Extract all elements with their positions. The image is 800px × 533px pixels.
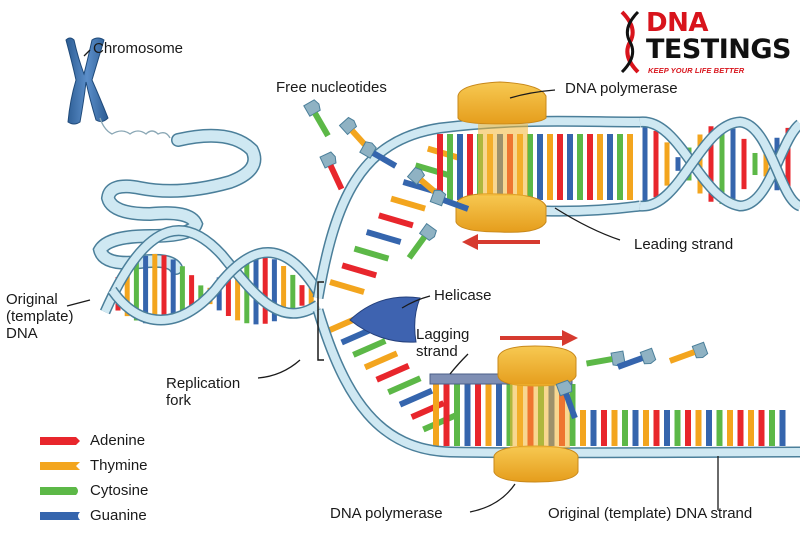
base-pair xyxy=(422,412,457,433)
legend-item: Thymine xyxy=(38,457,148,474)
legend-label: Guanine xyxy=(90,507,147,524)
legend-label: Thymine xyxy=(90,457,148,474)
label-leading-strand: Leading strand xyxy=(634,236,734,253)
free-nucleotide-icon xyxy=(616,347,657,370)
base-pair xyxy=(414,162,451,179)
guanine-swatch-icon xyxy=(40,511,80,520)
dna-logo-icon xyxy=(620,10,640,74)
legend-item: Cytosine xyxy=(38,482,148,499)
base-pair xyxy=(387,375,422,395)
leader-lines xyxy=(66,49,719,513)
free-nucleotide-icon xyxy=(319,151,345,191)
free-nucleotide-icon xyxy=(585,350,626,367)
adenine-swatch-icon xyxy=(40,436,80,445)
chromatin-coil xyxy=(92,128,262,275)
base-pair xyxy=(375,363,410,383)
base-pair xyxy=(329,279,365,295)
base-pair xyxy=(352,338,387,358)
parent-helix xyxy=(99,225,323,326)
base-pair xyxy=(341,262,378,279)
legend-item: Guanine xyxy=(38,507,147,524)
free-nucleotide-icon xyxy=(359,141,398,169)
label-helicase: Helicase xyxy=(434,287,492,304)
label-original-template-strand: Original (template) DNA strand xyxy=(548,505,753,522)
free-nucleotides-icons xyxy=(303,99,709,420)
legend-label: Adenine xyxy=(90,432,146,449)
replication-fork-bracket xyxy=(317,281,324,361)
free-nucleotide-icon xyxy=(555,379,578,420)
leading-direction-arrow-icon xyxy=(462,234,540,250)
free-nucleotide-icon xyxy=(303,99,331,138)
dna-polymerase-bottom-icon xyxy=(493,345,579,483)
cytosine-swatch-icon xyxy=(40,486,78,495)
legend-label: Cytosine xyxy=(90,482,149,499)
base-pair xyxy=(353,245,390,262)
dna-polymerase-top-icon xyxy=(455,81,547,233)
label-dna-polymerase-bottom: DNA polymerase xyxy=(330,505,443,522)
label-chromosome: Chromosome xyxy=(93,40,184,57)
chromosome-icon xyxy=(65,37,171,139)
free-nucleotide-icon xyxy=(406,222,437,260)
leading-strand-region xyxy=(312,115,800,299)
label-dna-polymerase-top: DNA polymerase xyxy=(565,80,678,97)
thymine-swatch-icon xyxy=(40,461,80,470)
legend-item: Adenine xyxy=(38,432,145,449)
base-pair xyxy=(378,212,414,229)
label-original-template-dna: Original (template) DNA xyxy=(6,291,74,342)
label-free-nucleotides: Free nucleotides xyxy=(276,79,387,96)
base-pair xyxy=(363,350,399,371)
label-replication-fork: Replication fork xyxy=(166,375,241,409)
base-pair xyxy=(426,145,463,162)
free-nucleotide-icon xyxy=(429,189,470,212)
logo-line-2: TESTINGS xyxy=(646,34,791,65)
base-pair xyxy=(398,387,434,408)
logo-line-1: DNA xyxy=(646,8,708,38)
lagging-direction-arrow-icon xyxy=(500,330,578,346)
brand-logo: DNA TESTINGS KEEP YOUR LIFE BETTER xyxy=(618,8,794,76)
base-pair xyxy=(365,229,402,245)
label-lagging-strand: Lagging strand xyxy=(416,326,470,360)
logo-tagline: KEEP YOUR LIFE BETTER xyxy=(648,66,745,75)
base-pair xyxy=(390,195,426,212)
free-nucleotide-icon xyxy=(668,341,709,364)
